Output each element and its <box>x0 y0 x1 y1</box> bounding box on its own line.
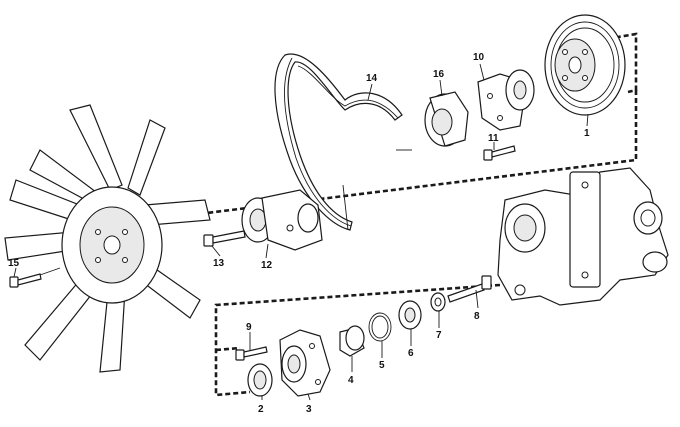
belt-tensioner <box>241 189 323 251</box>
bolt-11 <box>483 145 516 161</box>
o-ring-5 <box>368 312 392 342</box>
callout-10: 10 <box>473 52 485 63</box>
housing-3 <box>279 329 331 397</box>
callout-14: 14 <box>366 73 378 84</box>
callout-leaders <box>13 63 589 401</box>
crank-pulley <box>544 14 626 116</box>
bolt-13 <box>203 230 246 247</box>
callout-16: 16 <box>433 69 445 80</box>
hub-16 <box>424 91 469 147</box>
callout-7: 7 <box>436 330 442 341</box>
callout-labels: 1 2 3 4 5 6 7 8 9 10 11 12 13 14 15 16 <box>8 52 590 415</box>
bolt-9 <box>235 346 268 361</box>
callout-9: 9 <box>246 322 252 333</box>
callout-15: 15 <box>8 258 20 269</box>
seal-6 <box>398 300 422 330</box>
drive-belt <box>274 53 412 231</box>
cooling-fan <box>4 104 211 373</box>
callout-5: 5 <box>379 360 385 371</box>
callout-8: 8 <box>474 311 480 322</box>
callout-4: 4 <box>348 375 354 386</box>
callout-2: 2 <box>258 404 264 415</box>
callout-6: 6 <box>408 348 414 359</box>
pulley-hub-10 <box>477 69 535 131</box>
callout-12: 12 <box>261 260 273 271</box>
callout-3: 3 <box>306 404 312 415</box>
bolt-8 <box>447 275 492 303</box>
callout-1: 1 <box>584 128 590 139</box>
callout-13: 13 <box>213 258 225 269</box>
pump-housing <box>497 167 669 306</box>
seal-2 <box>247 363 273 397</box>
bolt-15 <box>9 273 42 288</box>
bearing-4 <box>339 325 365 357</box>
washer-7 <box>430 292 446 312</box>
callout-11: 11 <box>488 133 499 144</box>
